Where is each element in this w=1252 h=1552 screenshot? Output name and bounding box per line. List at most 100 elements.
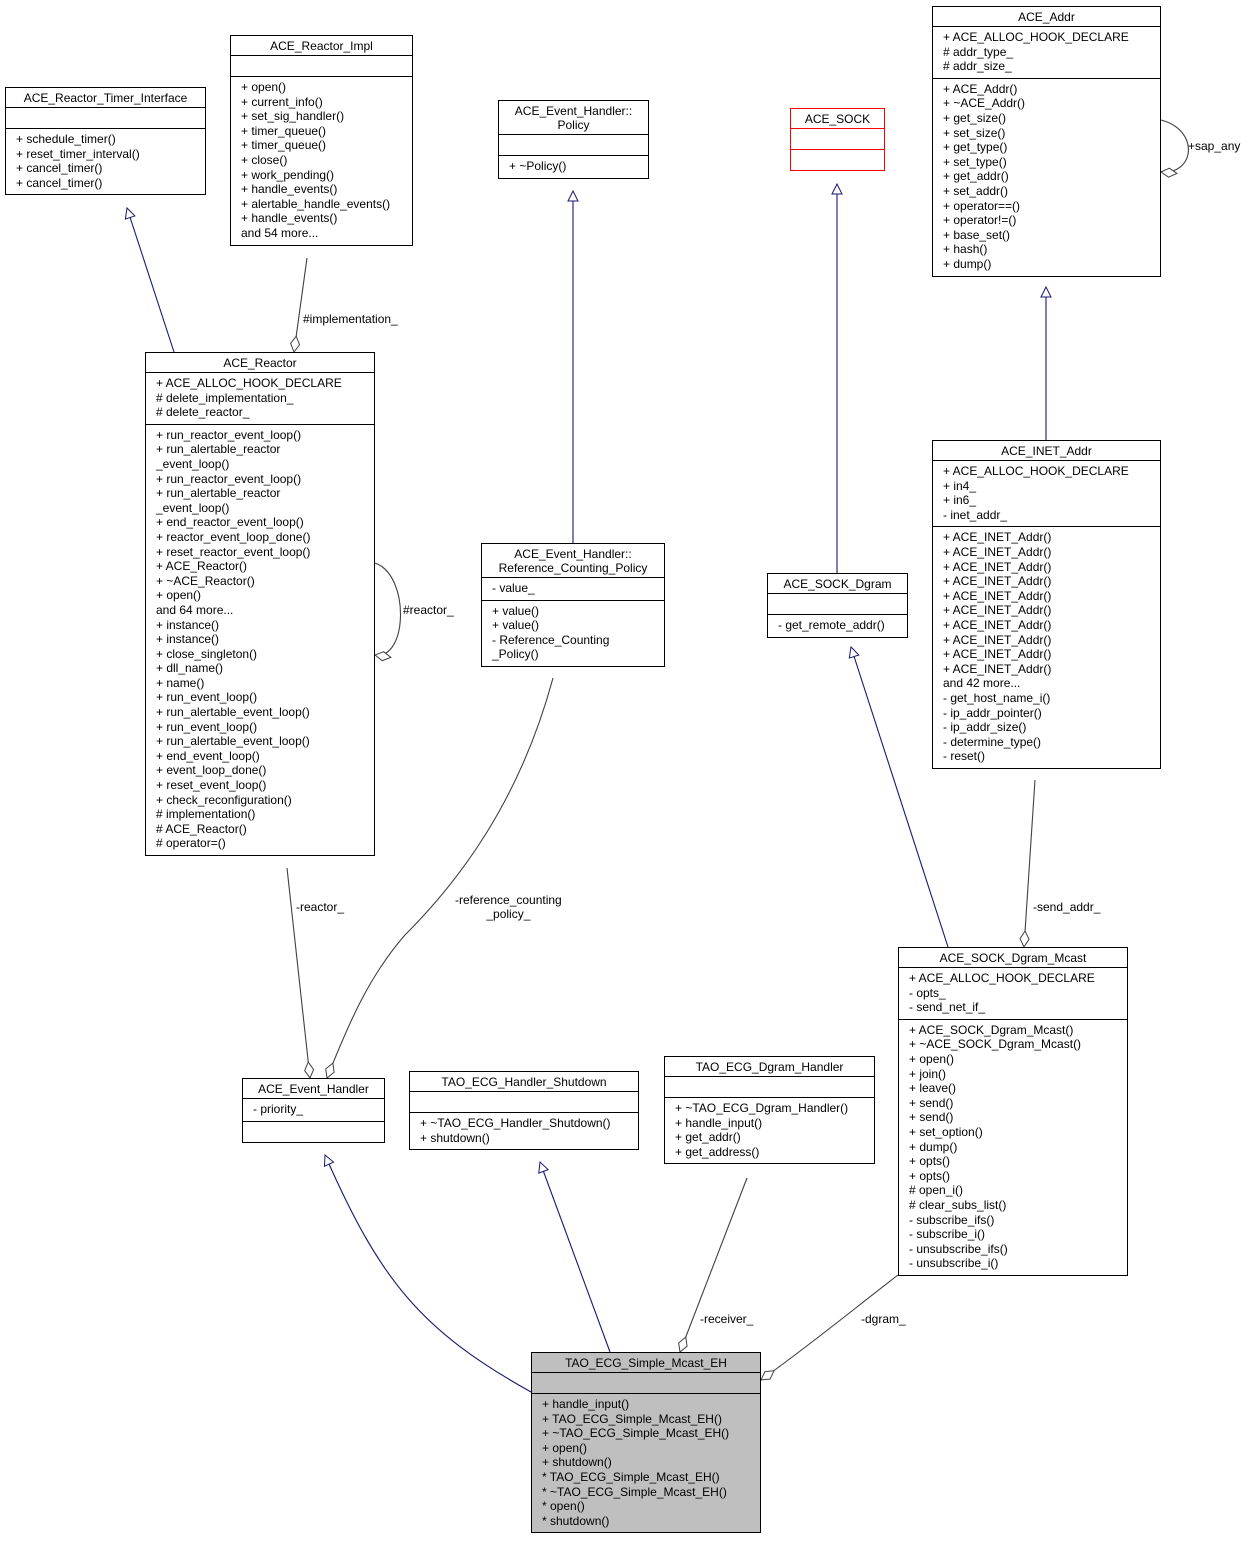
class-methods-compartment: + ~TAO_ECG_Dgram_Handler()+ handle_input… <box>665 1097 874 1163</box>
class-method: + ACE_INET_Addr() <box>943 647 1052 662</box>
class-method: + reset_timer_interval() <box>16 146 140 161</box>
class-methods-compartment: + open()+ current_info()+ set_sig_handle… <box>231 76 412 245</box>
class-method: - Reference_Counting <box>492 632 610 647</box>
class-method: + ACE_INET_Addr() <box>943 603 1052 618</box>
label-send-addr: -send_addr_ <box>1033 900 1101 914</box>
class-ace-event-handler[interactable]: ACE_Event_Handler- priority_ <box>242 1078 385 1143</box>
class-title: TAO_ECG_Dgram_Handler <box>695 1060 844 1074</box>
class-ace-reactor[interactable]: ACE_Reactor+ ACE_ALLOC_HOOK_DECLARE# del… <box>145 352 375 856</box>
class-ace-event-handler-policy[interactable]: ACE_Event_Handler:: Policy+ ~Policy() <box>498 100 649 179</box>
class-method: + ~TAO_ECG_Dgram_Handler() <box>675 1101 849 1115</box>
class-methods-compartment: + schedule_timer()+ reset_timer_interval… <box>6 128 205 194</box>
class-tao-ecg-handler-shutdown[interactable]: TAO_ECG_Handler_Shutdown+ ~TAO_ECG_Handl… <box>409 1071 639 1151</box>
class-method: + handle_events() <box>241 211 338 226</box>
class-method: - unsubscribe_i() <box>909 1256 999 1271</box>
class-method: + run_event_loop() <box>156 690 258 705</box>
class-attribute: + ACE_ALLOC_HOOK_DECLARE <box>156 376 342 390</box>
class-ace-sock-dgram[interactable]: ACE_SOCK_Dgram - get_remote_addr() <box>767 573 908 638</box>
class-title: ACE_SOCK_Dgram <box>783 577 892 591</box>
class-method: * open() <box>542 1499 585 1514</box>
class-method: + close() <box>241 152 288 167</box>
class-method: + ACE_INET_Addr() <box>943 559 1052 574</box>
class-attributes-compartment <box>768 593 907 614</box>
class-method: # open_i() <box>909 1183 964 1198</box>
edge-mcast-to-sock-dgram <box>851 647 949 948</box>
class-attribute: - send_net_if_ <box>909 1000 986 1015</box>
class-attribute: - value_ <box>492 581 535 595</box>
class-method: + instance() <box>156 632 220 647</box>
class-method: + run_alertable_event_loop() <box>156 734 310 749</box>
class-method: # operator=() <box>156 836 226 851</box>
edge-reactor-self <box>375 562 401 655</box>
class-ace-addr[interactable]: ACE_Addr + ACE_ALLOC_HOOK_DECLARE# addr_t… <box>932 6 1161 277</box>
edge-dgram-handler-to-simple-mcast <box>680 1177 748 1352</box>
class-attributes-compartment <box>231 55 412 76</box>
class-method: - determine_type() <box>943 734 1042 749</box>
class-ace-sock[interactable]: ACE_SOCK <box>790 108 885 171</box>
edge-rcp-to-event-handler <box>327 677 554 1078</box>
class-method: + end_event_loop() <box>156 748 260 763</box>
class-ace-reactor-impl[interactable]: ACE_Reactor_Impl + open()+ current_info()… <box>230 35 413 246</box>
class-attribute: + in4_ <box>943 478 977 493</box>
class-tao-ecg-simple-mcast-eh[interactable]: TAO_ECG_Simple_Mcast_EH+ handle_input()+… <box>531 1352 761 1534</box>
label-reactor-self: #reactor_ <box>403 603 454 617</box>
class-method: + get_addr() <box>943 169 1009 184</box>
class-title: TAO_ECG_Simple_Mcast_EH <box>565 1356 727 1370</box>
class-method: - unsubscribe_ifs() <box>909 1241 1008 1256</box>
class-title: ACE_Addr <box>1018 10 1075 24</box>
label-receiver: -receiver_ <box>700 1312 754 1326</box>
class-method: + ACE_INET_Addr() <box>943 588 1052 603</box>
class-ace-inet-addr[interactable]: ACE_INET_Addr+ ACE_ALLOC_HOOK_DECLARE+ i… <box>932 440 1161 769</box>
class-method: - subscribe_i() <box>909 1227 986 1242</box>
class-method: + shutdown() <box>420 1130 490 1145</box>
class-ace-reactor-timer-interface[interactable]: ACE_Reactor_Timer_Interface+ schedule_ti… <box>5 87 206 196</box>
label-implementation: #implementation_ <box>303 312 398 326</box>
class-method: + run_event_loop() <box>156 719 258 734</box>
class-method: + ACE_SOCK_Dgram_Mcast() <box>909 1022 1074 1037</box>
class-title: ACE_SOCK_Dgram_Mcast <box>939 951 1087 965</box>
class-attribute: # delete_reactor_ <box>156 405 250 420</box>
class-attributes-compartment <box>499 134 648 155</box>
edge-reactor-to-event-handler <box>286 867 310 1078</box>
class-method: + work_pending() <box>241 167 335 182</box>
class-attributes-compartment: + ACE_ALLOC_HOOK_DECLARE+ in4_+ in6_- in… <box>933 460 1160 526</box>
class-method: + get_addr() <box>675 1130 741 1145</box>
class-ace-sock-dgram-mcast[interactable]: ACE_SOCK_Dgram_Mcast+ ACE_ALLOC_HOOK_DEC… <box>898 947 1128 1276</box>
class-method: + hash() <box>943 242 988 257</box>
class-methods-compartment: + ACE_Addr()+ ~ACE_Addr()+ get_size()+ s… <box>933 77 1160 276</box>
edge-reactor-to-timer-interface <box>127 208 175 353</box>
class-method: + open() <box>542 1440 588 1455</box>
class-tao-ecg-dgram-handler[interactable]: TAO_ECG_Dgram_Handler + ~TAO_ECG_Dgram_Ha… <box>664 1056 875 1165</box>
class-method: + end_reactor_event_loop() <box>156 515 304 530</box>
class-method: + ACE_INET_Addr() <box>943 574 1052 589</box>
class-method: + set_size() <box>943 125 1006 140</box>
class-methods-compartment <box>791 149 884 170</box>
edge-inet-addr-to-mcast <box>1024 779 1036 947</box>
class-methods-compartment: - get_remote_addr() <box>768 614 907 637</box>
label-sap-any: +sap_any <box>1188 139 1241 153</box>
class-method: + get_type() <box>943 140 1008 155</box>
class-method: + open() <box>909 1051 955 1066</box>
class-method: + instance() <box>156 617 220 632</box>
class-attribute: - inet_addr_ <box>943 507 1008 522</box>
class-method: + run_alertable_event_loop() <box>156 705 310 720</box>
class-method: + run_reactor_event_loop() <box>156 427 302 442</box>
class-method: + open() <box>156 588 202 603</box>
class-method: _event_loop() <box>156 500 230 515</box>
class-title: ACE_Reactor_Impl <box>270 39 373 53</box>
class-method: # ACE_Reactor() <box>156 821 247 836</box>
label-dgram: -dgram_ <box>861 1312 906 1326</box>
class-method: + close_singleton() <box>156 646 258 661</box>
class-method: + ACE_INET_Addr() <box>943 530 1052 545</box>
class-title: ACE_Event_Handler:: Policy <box>514 104 633 132</box>
class-method: + check_reconfiguration() <box>156 792 292 807</box>
class-method: + join() <box>909 1066 947 1081</box>
class-method: + open() <box>241 80 287 94</box>
class-method: + cancel_timer() <box>16 161 103 176</box>
class-method: + ~TAO_ECG_Simple_Mcast_EH() <box>542 1426 730 1441</box>
class-methods-compartment: + run_reactor_event_loop() + run_alertabl… <box>146 423 374 855</box>
class-ace-event-handler-reference-counting-policy[interactable]: ACE_Event_Handler:: Reference_Counting_P… <box>481 543 665 667</box>
class-attributes-compartment: + ACE_ALLOC_HOOK_DECLARE# addr_type_# ad… <box>933 26 1160 78</box>
class-attributes-compartment <box>410 1091 638 1112</box>
class-method: + ~ACE_Addr() <box>943 96 1026 111</box>
